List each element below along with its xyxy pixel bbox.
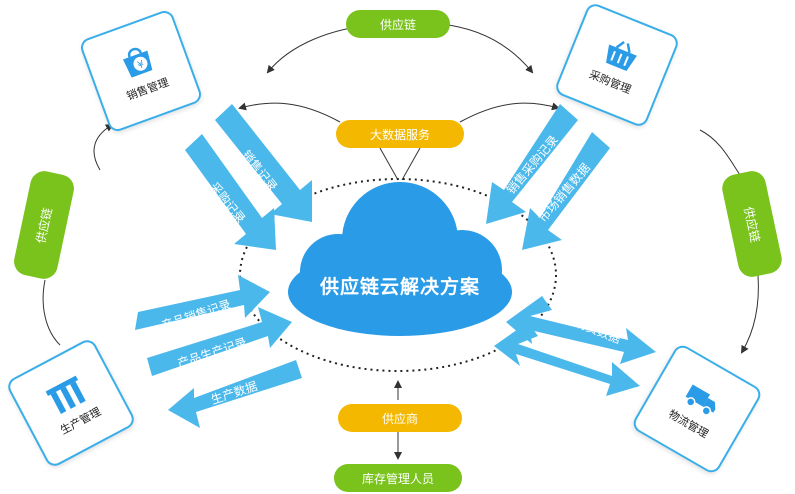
purchase-management-card: 采购管理 [553, 1, 681, 129]
center-title: 供应链云解决方案 [319, 276, 480, 298]
sales-management-card: ¥ 销售管理 [78, 8, 204, 134]
production-management-card: 生产管理 [4, 336, 138, 470]
cloud-shape [288, 182, 512, 336]
supplier-pill: 供应商 [338, 404, 462, 432]
basket-icon [606, 40, 637, 71]
svg-text:¥: ¥ [136, 59, 146, 72]
factory-icon [45, 375, 86, 414]
warehouse-staff-pill: 库存管理人员 [334, 464, 462, 492]
delivery-truck-icon [685, 384, 716, 416]
bigdata-service-pill: 大数据服务 [336, 120, 464, 148]
logistics-management-card: 物流管理 [630, 342, 764, 476]
shopping-bag-yen-icon: ¥ [122, 47, 153, 78]
top-supply-chain-pill: 供应链 [346, 10, 450, 38]
